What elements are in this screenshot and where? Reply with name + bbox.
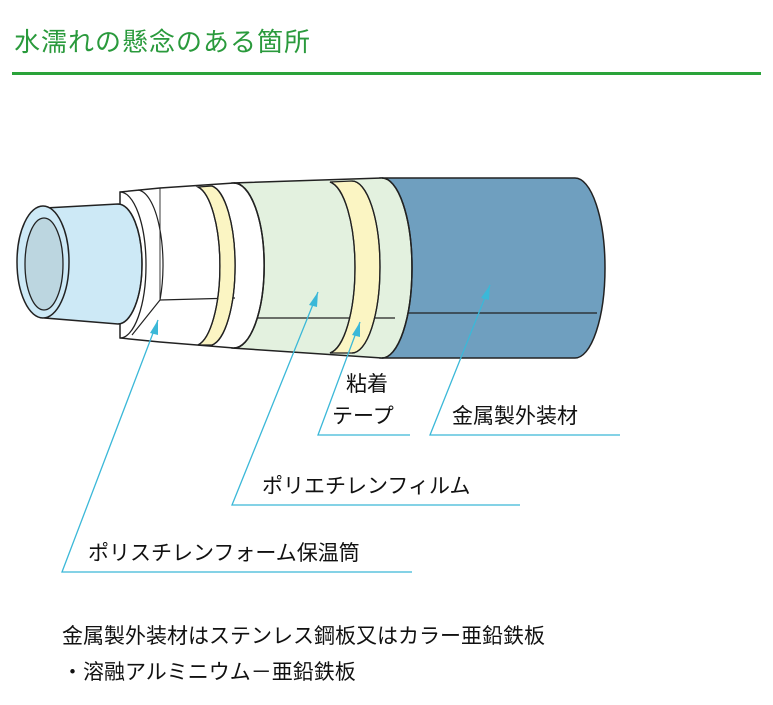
leader-line-jacket [429,284,620,436]
adhesive-tape-band-left [195,185,236,346]
metal-jacket-layer [379,177,606,359]
note-line-1: 金属製外装材はステンレス鋼板又はカラー亜鉛鉄板 [62,624,545,648]
leader-line-foam [61,319,412,573]
leader-lines [61,284,620,573]
label-tape-line1: 粘着 [346,372,388,396]
page-title: 水濡れの懸念のある箇所 [14,28,312,58]
label-polystyrene-foam: ポリスチレンフォーム保温筒 [88,541,360,565]
label-metal-jacket: 金属製外装材 [452,404,578,428]
adhesive-tape-band-right [329,180,381,354]
leader-line-film [231,291,520,506]
inner-pipe [16,203,143,325]
label-tape-line2: テープ [332,404,394,428]
title-underline [12,72,761,75]
label-polyethylene-film: ポリエチレンフィルム [262,474,471,498]
note-line-2: ・溶融アルミニウム－亜鉛鉄板 [62,660,356,684]
leader-arrowheads [150,285,490,337]
leader-line-tape [317,321,410,436]
